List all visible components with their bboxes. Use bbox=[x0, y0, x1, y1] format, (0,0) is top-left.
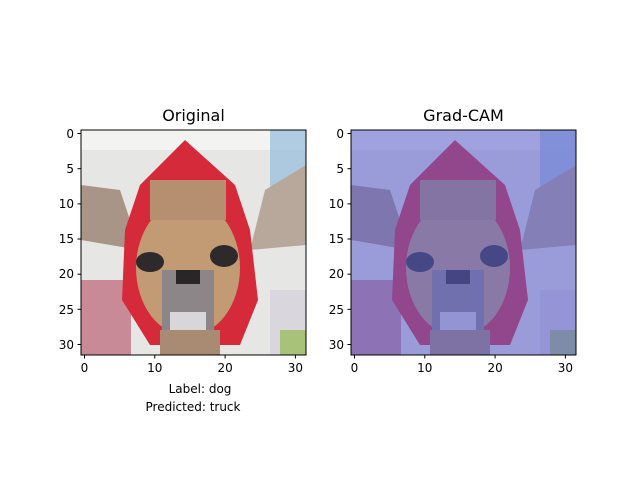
x-tick-10: 10 bbox=[147, 361, 162, 375]
y-tick-30: 30 bbox=[59, 338, 74, 352]
gradcam-panel: Grad-CAM bbox=[329, 106, 577, 375]
gradcam-x-axis: 0 10 20 30 bbox=[351, 355, 573, 375]
y-tick-15: 15 bbox=[329, 232, 344, 246]
original-x-axis: 0 10 20 30 bbox=[81, 355, 303, 375]
y-tick-15: 15 bbox=[59, 232, 74, 246]
y-tick-5: 5 bbox=[66, 162, 74, 176]
y-tick-25: 25 bbox=[59, 303, 74, 317]
y-tick-30: 30 bbox=[329, 338, 344, 352]
gradcam-axes-frame bbox=[350, 129, 577, 356]
x-tick-20: 20 bbox=[487, 361, 502, 375]
y-tick-20: 20 bbox=[329, 267, 344, 281]
original-y-axis: 0 5 10 15 20 25 30 bbox=[59, 127, 81, 352]
x-tick-0: 0 bbox=[351, 361, 359, 375]
gradcam-heatmap-overlay bbox=[351, 130, 576, 355]
y-tick-10: 10 bbox=[59, 197, 74, 211]
y-tick-0: 0 bbox=[66, 127, 74, 141]
y-tick-25: 25 bbox=[329, 303, 344, 317]
x-tick-30: 30 bbox=[288, 361, 303, 375]
x-tick-10: 10 bbox=[417, 361, 432, 375]
gradcam-image bbox=[351, 130, 576, 355]
x-tick-20: 20 bbox=[217, 361, 232, 375]
gradcam-y-axis: 0 5 10 15 20 25 30 bbox=[329, 127, 351, 352]
original-image bbox=[81, 130, 306, 355]
y-tick-20: 20 bbox=[59, 267, 74, 281]
original-xlabel-line1: Label: dog bbox=[169, 382, 232, 396]
y-tick-10: 10 bbox=[329, 197, 344, 211]
gradcam-title: Grad-CAM bbox=[423, 106, 504, 125]
x-tick-0: 0 bbox=[81, 361, 89, 375]
original-xlabel-line2: Predicted: truck bbox=[146, 400, 241, 414]
y-tick-5: 5 bbox=[336, 162, 344, 176]
original-panel: Original bbox=[59, 106, 307, 414]
x-tick-30: 30 bbox=[558, 361, 573, 375]
original-title: Original bbox=[162, 106, 225, 125]
original-axes-frame bbox=[80, 129, 307, 356]
y-tick-0: 0 bbox=[336, 127, 344, 141]
